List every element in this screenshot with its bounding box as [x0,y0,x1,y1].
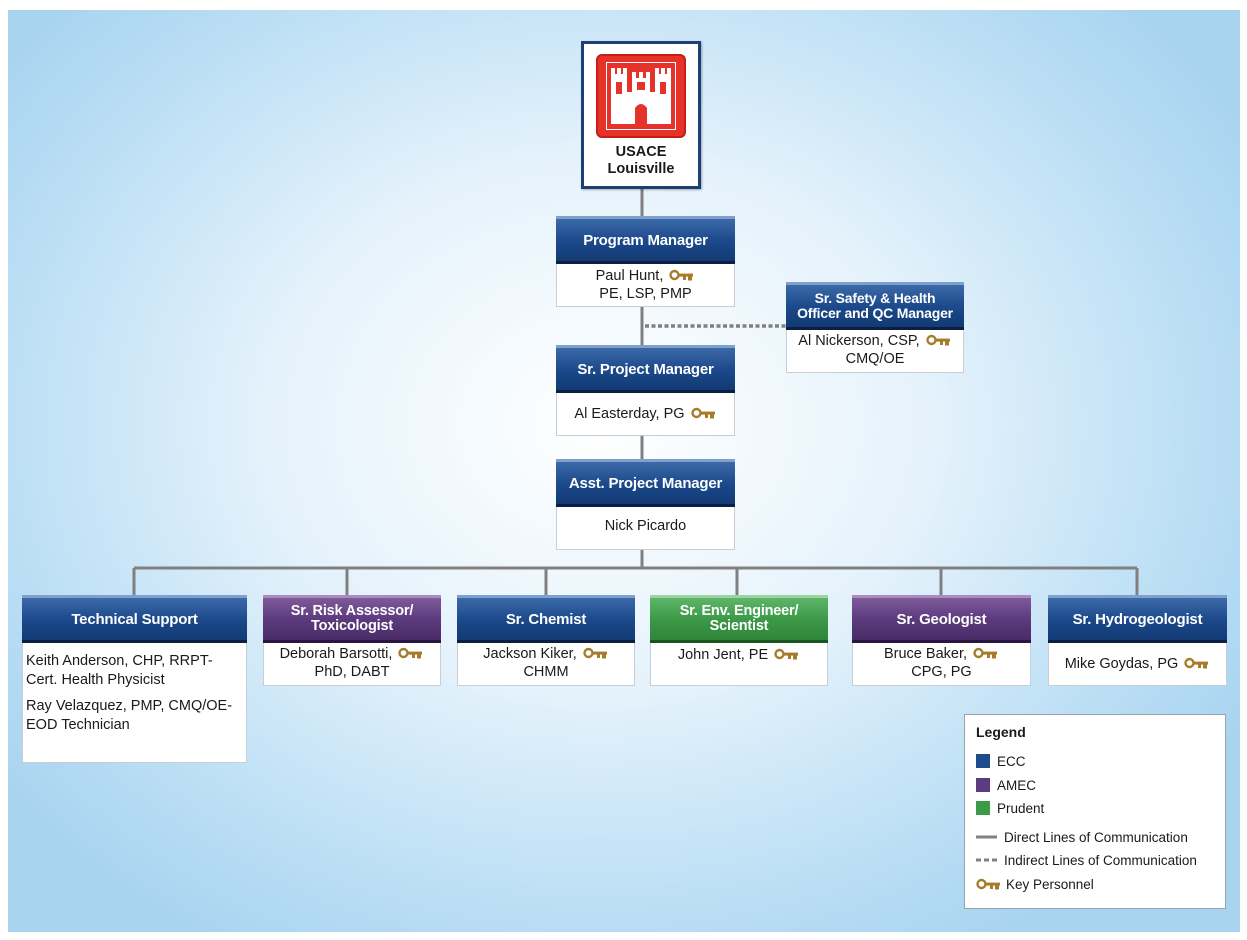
safety-officer-title-line2: Officer and QC Manager [797,305,953,321]
env-engineer-name: John Jent, PE [677,647,769,663]
risk-assessor-box: Sr. Risk Assessor/ Toxicologist Deborah … [263,595,441,686]
env-engineer-header: Sr. Env. Engineer/ Scientist [650,595,828,643]
geologist-name: Bruce Baker, [883,646,967,662]
asst-project-manager-name: Nick Picardo [604,518,687,534]
key-personnel-icon [973,647,997,659]
safety-officer-title-line1: Sr. Safety & Health [814,290,936,306]
chemist-name: Jackson Kiker, [483,646,577,662]
legend-indirect-label: Indirect Lines of Communication [1004,852,1197,868]
legend-direct-label: Direct Lines of Communication [1004,829,1188,845]
risk-assessor-header: Sr. Risk Assessor/ Toxicologist [263,595,441,643]
usace-name-line1: USACE [615,144,667,160]
program-manager-name: Paul Hunt, [595,268,664,284]
usace-label: USACE Louisville [584,144,698,178]
sr-project-manager-body: Al Easterday, PG [556,393,735,436]
technical-support-box: Technical Support Keith Anderson, CHP, R… [22,595,247,763]
chemist-box: Sr. Chemist Jackson Kiker, CHMM [457,595,635,686]
geologist-box: Sr. Geologist Bruce Baker, CPG, PG [852,595,1031,686]
hydrogeologist-body: Mike Goydas, PG [1048,643,1227,686]
sr-project-manager-title: Sr. Project Manager [577,360,714,378]
legend-box: Legend ECC AMEC Prudent Direct Lines of … [964,714,1226,909]
geologist-header: Sr. Geologist [852,595,1031,643]
safety-officer-name: Al Nickerson, CSP, [798,333,920,349]
risk-assessor-name: Deborah Barsotti, [279,646,393,662]
technical-support-line2: Cert. Health Physicist [26,672,165,688]
key-personnel-icon [690,407,715,419]
legend-amec-label: AMEC [997,777,1037,793]
hydrogeologist-header: Sr. Hydrogeologist [1048,595,1227,643]
legend-item-amec: AMEC [976,776,1036,794]
safety-officer-creds: CMQ/OE [845,351,905,367]
prudent-swatch [976,801,990,815]
sr-project-manager-name: Al Easterday, PG [574,406,685,422]
key-personnel-icon [669,269,694,281]
env-engineer-title-line1: Sr. Env. Engineer/ [679,603,799,619]
indirect-line-icon [976,858,997,862]
sr-project-manager-box: Sr. Project Manager Al Easterday, PG [556,345,735,436]
chemist-title: Sr. Chemist [505,610,587,628]
technical-support-line3: Ray Velazquez, PMP, CMQ/OE- [26,698,233,714]
legend-item-key: Key Personnel [976,875,1094,893]
risk-assessor-body: Deborah Barsotti, PhD, DABT [263,643,441,686]
key-personnel-icon [976,878,1000,890]
program-manager-body: Paul Hunt, PE, LSP, PMP [556,264,735,307]
key-personnel-icon [774,648,799,660]
legend-item-direct: Direct Lines of Communication [976,828,1188,846]
legend-item-indirect: Indirect Lines of Communication [976,851,1197,869]
key-personnel-icon [926,334,950,346]
asst-project-manager-title: Asst. Project Manager [568,474,723,492]
usace-name-line2: Louisville [607,161,675,177]
legend-key-label: Key Personnel [1006,876,1094,892]
technical-support-line1: Keith Anderson, CHP, RRPT- [26,653,213,669]
program-manager-creds: PE, LSP, PMP [599,286,692,302]
chemist-header: Sr. Chemist [457,595,635,643]
usace-castle-logo [596,54,686,138]
amec-swatch [976,778,990,792]
key-personnel-icon [1184,657,1209,669]
legend-item-ecc: ECC [976,752,1026,770]
legend-prudent-label: Prudent [997,800,1045,816]
sr-project-manager-header: Sr. Project Manager [556,345,735,393]
program-manager-header: Program Manager [556,216,735,264]
technical-support-line4: EOD Technician [26,717,130,733]
env-engineer-title-line2: Scientist [709,618,769,634]
asst-project-manager-header: Asst. Project Manager [556,459,735,507]
asst-project-manager-box: Asst. Project Manager Nick Picardo [556,459,735,550]
env-engineer-body: John Jent, PE [650,643,828,686]
hydrogeologist-box: Sr. Hydrogeologist Mike Goydas, PG [1048,595,1227,686]
env-engineer-box: Sr. Env. Engineer/ Scientist John Jent, … [650,595,828,686]
geologist-body: Bruce Baker, CPG, PG [852,643,1031,686]
safety-officer-body: Al Nickerson, CSP, CMQ/OE [786,330,964,373]
geologist-title: Sr. Geologist [896,610,987,628]
safety-officer-box: Sr. Safety & Health Officer and QC Manag… [786,282,964,373]
technical-support-body: Keith Anderson, CHP, RRPT- Cert. Health … [22,643,247,763]
program-manager-box: Program Manager Paul Hunt, PE, LSP, PMP [556,216,735,307]
usace-louisville-box: USACE Louisville [581,41,701,189]
hydrogeologist-name: Mike Goydas, PG [1064,656,1179,672]
chemist-creds: CHMM [523,664,569,680]
safety-officer-header: Sr. Safety & Health Officer and QC Manag… [786,282,964,330]
key-personnel-icon [583,647,607,659]
hydrogeologist-title: Sr. Hydrogeologist [1072,610,1203,628]
risk-assessor-title-line1: Sr. Risk Assessor/ [290,603,414,619]
legend-ecc-label: ECC [997,753,1026,769]
ecc-swatch [976,754,990,768]
legend-item-prudent: Prudent [976,799,1044,817]
risk-assessor-creds: PhD, DABT [314,664,390,680]
technical-support-title: Technical Support [71,610,198,628]
risk-assessor-title-line2: Toxicologist [311,618,393,634]
legend-title: Legend [976,724,1026,740]
geologist-creds: CPG, PG [911,664,972,680]
technical-support-header: Technical Support [22,595,247,643]
chemist-body: Jackson Kiker, CHMM [457,643,635,686]
program-manager-title: Program Manager [583,231,708,249]
direct-line-icon [976,835,997,839]
asst-project-manager-body: Nick Picardo [556,507,735,550]
key-personnel-icon [398,647,423,659]
